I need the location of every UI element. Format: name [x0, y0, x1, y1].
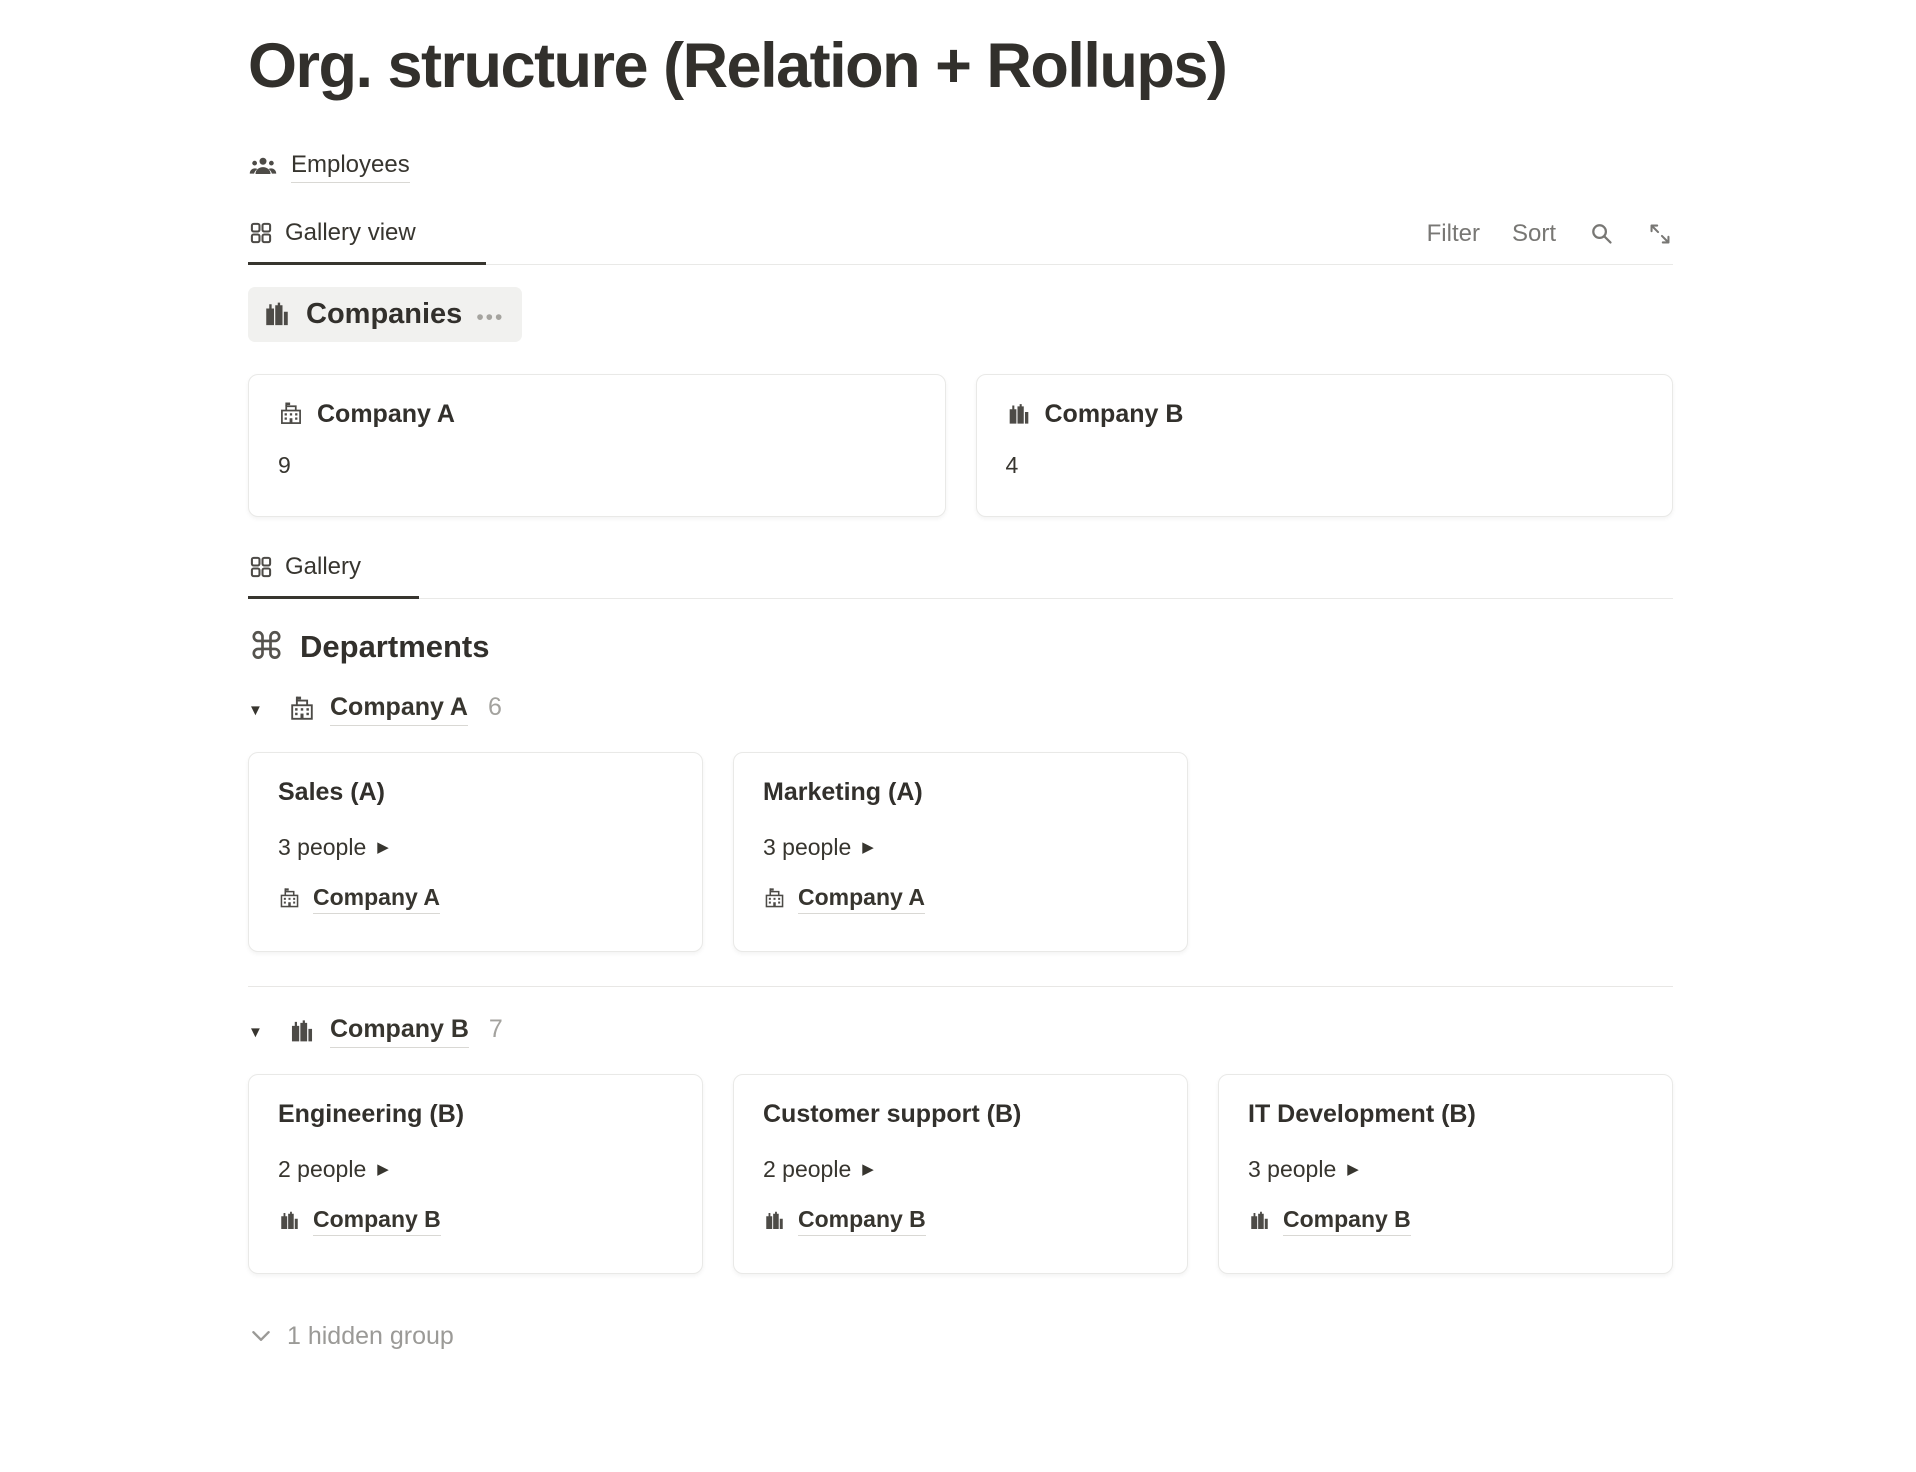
- tab-gallery-view[interactable]: Gallery view: [248, 209, 486, 265]
- page-title: Org. structure (Relation + Rollups): [248, 31, 1228, 101]
- school-building-icon: [288, 695, 316, 723]
- department-card-marketing-a[interactable]: Marketing (A) 3 people ▶ Company A: [733, 751, 1188, 952]
- employees-database-link[interactable]: Employees: [248, 151, 410, 183]
- company-relation-link[interactable]: Company A: [798, 884, 925, 914]
- hidden-group-label: 1 hidden group: [287, 1321, 454, 1350]
- company-employee-count: 9: [278, 451, 291, 478]
- people-rollup-row: 3 people ▶: [763, 834, 1158, 861]
- companies-database-title[interactable]: Companies •••: [248, 286, 523, 342]
- triangle-right-icon[interactable]: ▶: [377, 1160, 389, 1178]
- people-count-label: 2 people: [763, 1155, 852, 1182]
- department-card-it-development-b[interactable]: IT Development (B) 3 people ▶ Company B: [1218, 1073, 1673, 1274]
- department-card-customer-support-b[interactable]: Customer support (B) 2 people ▶ Company …: [733, 1073, 1188, 1274]
- filter-button[interactable]: Filter: [1426, 219, 1480, 247]
- hidden-group-toggle[interactable]: 1 hidden group: [248, 1322, 1673, 1351]
- departments-title-label: Departments: [300, 628, 490, 664]
- people-rollup-row: 2 people ▶: [763, 1156, 1158, 1183]
- company-relation-row: Company B: [1248, 1206, 1643, 1236]
- people-count-label: 3 people: [278, 833, 367, 860]
- people-group-icon: [248, 152, 278, 182]
- departments-card-grid-b: Engineering (B) 2 people ▶ Company B Cus…: [248, 1073, 1673, 1274]
- company-relation-link[interactable]: Company B: [1283, 1206, 1411, 1236]
- city-building-icon: [278, 1209, 301, 1232]
- people-rollup-row: 3 people ▶: [1248, 1156, 1643, 1183]
- city-building-icon: [262, 299, 292, 329]
- city-building-icon: [763, 1209, 786, 1232]
- tab-gallery[interactable]: Gallery: [248, 543, 419, 599]
- gallery-grid-icon: [248, 220, 274, 246]
- group-divider: [248, 985, 1673, 987]
- departments-tabs-row: Gallery: [248, 543, 1673, 599]
- people-count-label: 3 people: [763, 833, 852, 860]
- empty-grid-cell: [1218, 752, 1673, 952]
- company-employee-count: 4: [1005, 451, 1019, 478]
- view-tabs-row: Gallery view Filter Sort: [248, 209, 1673, 265]
- view-toolbar: Filter Sort: [1427, 220, 1673, 264]
- group-company-link[interactable]: Company B: [330, 1015, 469, 1048]
- company-relation-row: Company A: [278, 884, 673, 914]
- notion-page: Org. structure (Relation + Rollups) Empl…: [248, 31, 1673, 1351]
- people-rollup-row: 3 people ▶: [278, 834, 673, 861]
- school-building-icon: [278, 887, 301, 910]
- company-card-a[interactable]: Company A 9: [248, 373, 946, 517]
- gallery-grid-icon: [248, 554, 274, 580]
- school-building-icon: [278, 401, 304, 427]
- sort-button[interactable]: Sort: [1511, 219, 1556, 247]
- people-count-label: 3 people: [1248, 1155, 1337, 1182]
- command-icon: ⌘: [248, 626, 285, 668]
- departments-database-title[interactable]: ⌘ Departments: [248, 626, 1673, 668]
- triangle-right-icon[interactable]: ▶: [1347, 1160, 1359, 1178]
- city-building-icon: [1248, 1209, 1271, 1232]
- group-count: 6: [487, 692, 502, 721]
- companies-title-label: Companies: [306, 297, 463, 330]
- department-card-sales-a[interactable]: Sales (A) 3 people ▶ Company A: [248, 751, 703, 952]
- departments-card-grid-a: Sales (A) 3 people ▶ Company A Marketing…: [248, 751, 1673, 952]
- school-building-icon: [763, 887, 786, 910]
- company-card-name: Company B: [1044, 399, 1184, 428]
- people-rollup-row: 2 people ▶: [278, 1156, 673, 1183]
- employees-link-label: Employees: [291, 151, 410, 183]
- triangle-right-icon[interactable]: ▶: [862, 838, 874, 856]
- more-options-icon[interactable]: •••: [476, 305, 505, 329]
- triangle-right-icon[interactable]: ▶: [862, 1160, 874, 1178]
- chevron-down-icon: [248, 1323, 274, 1349]
- triangle-down-icon[interactable]: ▼: [248, 1023, 263, 1041]
- tab-gallery-label: Gallery: [285, 552, 362, 580]
- tab-gallery-view-label: Gallery view: [285, 218, 416, 246]
- company-card-name: Company A: [317, 399, 455, 428]
- people-count-label: 2 people: [278, 1155, 367, 1182]
- group-header-company-a: ▼ Company A 6: [248, 693, 1673, 726]
- group-header-company-b: ▼ Company B 7: [248, 1015, 1673, 1048]
- expand-icon[interactable]: [1647, 221, 1673, 247]
- department-card-title: Sales (A): [278, 777, 385, 806]
- search-icon[interactable]: [1588, 220, 1615, 247]
- company-relation-link[interactable]: Company A: [313, 884, 440, 914]
- department-card-title: IT Development (B): [1248, 1099, 1476, 1128]
- department-card-title: Customer support (B): [763, 1099, 1022, 1128]
- company-relation-row: Company A: [763, 884, 1158, 914]
- department-card-engineering-b[interactable]: Engineering (B) 2 people ▶ Company B: [248, 1073, 703, 1274]
- department-card-title: Engineering (B): [278, 1099, 465, 1128]
- triangle-right-icon[interactable]: ▶: [377, 838, 389, 856]
- city-building-icon: [288, 1017, 316, 1045]
- company-relation-link[interactable]: Company B: [313, 1206, 441, 1236]
- company-relation-link[interactable]: Company B: [798, 1206, 926, 1236]
- group-count: 7: [488, 1014, 503, 1043]
- companies-card-grid: Company A 9 Company B 4: [248, 373, 1673, 517]
- department-card-title: Marketing (A): [763, 777, 923, 806]
- company-relation-row: Company B: [763, 1206, 1158, 1236]
- group-company-link[interactable]: Company A: [330, 693, 468, 726]
- company-card-b[interactable]: Company B 4: [975, 373, 1673, 517]
- triangle-down-icon[interactable]: ▼: [248, 701, 263, 719]
- company-relation-row: Company B: [278, 1206, 673, 1236]
- city-building-icon: [1006, 401, 1032, 427]
